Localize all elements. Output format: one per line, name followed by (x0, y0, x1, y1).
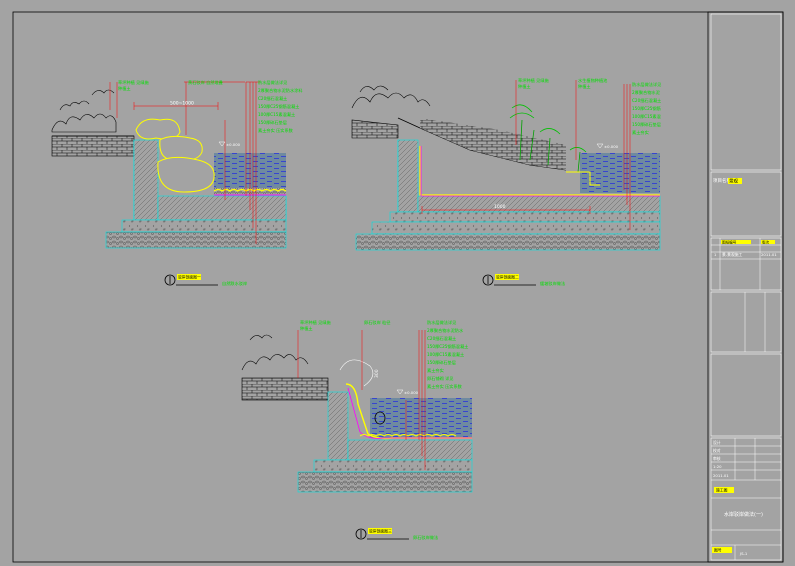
s3-right-6: 素土夯实 (427, 367, 444, 374)
section-2-name: 缓坡驳岸做法 (540, 280, 565, 287)
s2-right-0: 防水层做法详见 (632, 81, 661, 88)
tb-stage-bg (714, 487, 734, 493)
section-3-name: 卵石驳岸做法 (413, 534, 438, 541)
tb-rev: 2011.01 (761, 252, 777, 257)
section-1-drawing (51, 81, 287, 249)
tb-drawing-no: 景-景观施工 (722, 252, 743, 257)
dim-top-right: 1000 (494, 204, 506, 210)
s1-right-5: 150厚碎石垫层 (258, 119, 287, 126)
s3-right-2: C20细石混凝土 (427, 335, 456, 342)
s3-left-0: 草坪种植 见绿施 (300, 319, 331, 326)
tb-sheet-no-bg (712, 547, 732, 553)
section-3-drawing (241, 330, 473, 493)
s1-right-3: 150厚C25钢筋混凝土 (258, 103, 299, 110)
s1-right-1: 2厚聚合物水泥防水涂料 (258, 87, 303, 94)
section-3-callouts: 草坪种植 见绿施 种植土 卵石驳岸 粒径 防水层做法详见 2厚聚合物水泥防水 C… (300, 319, 468, 390)
tb-sheet-no-label: 图号 (714, 548, 722, 553)
s3-left-1: 种植土 (300, 325, 313, 332)
s2-right-1: 2厚聚合物水泥 (632, 89, 660, 96)
s2-right-2: C20细石混凝土 (632, 97, 661, 104)
tb-row-num: 1 (714, 252, 717, 257)
tb-project-label: 项目名称 (713, 177, 731, 184)
tb-checker: 校对 (713, 448, 721, 453)
section-1-callouts: 草坪种植 见绿施 种植土 黄石驳岸 自然堆叠 防水层做法详见 2厚聚合物水泥防水… (118, 79, 303, 134)
tb-scale: 1:20 (713, 464, 722, 469)
tb-rev-hdr-bg (761, 240, 775, 244)
s1-right-0: 防水层做法详见 (258, 79, 287, 86)
level-mark-2: ±0.000 (604, 144, 619, 149)
s1-right-2: C20细石混凝土 (258, 95, 287, 102)
tb-drawing-no-hdr-bg (721, 240, 751, 244)
title-block (707, 11, 784, 563)
s2-mid-0: 水生植物种植池 (578, 77, 608, 84)
tb-rev-hdr: 版次 (762, 240, 770, 245)
tb-designer: 设计 (713, 440, 721, 445)
s3-right-3: 150厚C25钢筋混凝土 (427, 343, 468, 350)
section-1-title (164, 274, 218, 286)
section-2-callouts: 草坪种植 见绿施 种植土 水生植物种植池 种植土 防水层做法详见 2厚聚合物水泥… (518, 77, 662, 136)
level-mark-1: ±0.000 (226, 142, 241, 147)
tb-project-value: 景观 (729, 179, 738, 185)
section-1-label: 驳岸剖面图一 (178, 275, 201, 280)
section-3-title (355, 528, 409, 540)
tb-sheet-title: 水岸驳岸做法(一) (724, 511, 763, 518)
s1-left-1: 种植土 (118, 85, 131, 92)
dim-top-left: 500~1000 (170, 101, 194, 107)
s1-right-4: 100厚C15素混凝土 (258, 111, 295, 118)
level-mark-3: ±0.000 (404, 390, 419, 395)
s1-right-6: 素土夯实 压实系数 (258, 127, 294, 134)
s3-right-0: 防水层做法详见 (427, 319, 456, 326)
section-1-name: 自然跌水驳岸 (222, 280, 247, 287)
s3-right-1: 2厚聚合物水泥防水 (427, 327, 464, 334)
section-3-label: 驳岸剖面图三 (369, 529, 392, 534)
s3-right-8: 素土夯实 压实系数 (427, 383, 463, 390)
tb-date: 2011.01 (713, 473, 729, 478)
s1-left-0: 草坪种植 见绿施 (118, 79, 149, 86)
s2-left-0: 草坪种植 见绿施 (518, 77, 549, 84)
s3-right-4: 100厚C15素混凝土 (427, 351, 464, 358)
s2-left-1: 种植土 (518, 83, 531, 90)
tb-drawing-no-hdr: 图纸编号 (722, 240, 737, 245)
tb-project-highlight (728, 178, 742, 184)
s1-mid-0: 黄石驳岸 自然堆叠 (188, 79, 223, 86)
dim-bottom: 300 (374, 369, 380, 378)
section-2-drawing (351, 80, 661, 251)
tb-sheet-no-value: JS-1 (739, 551, 748, 556)
s3-right-5: 150厚碎石垫层 (427, 359, 456, 366)
s2-mid-1: 种植土 (578, 83, 591, 90)
s2-right-3: 150厚C25钢筋 (632, 105, 661, 112)
s2-right-5: 150厚碎石垫层 (632, 121, 661, 128)
section-2-label: 驳岸剖面图二 (496, 275, 519, 280)
s2-right-4: 100厚C15素混 (632, 113, 662, 120)
s2-right-6: 素土夯实 (632, 129, 649, 136)
s3-right-7: 卵石铺砌 详见 (427, 375, 453, 382)
tb-stage-label: 施工图 (716, 488, 728, 493)
tb-approver: 审核 (713, 456, 721, 461)
section-2-title (482, 274, 536, 286)
s3-mid-0: 卵石驳岸 粒径 (364, 319, 390, 326)
